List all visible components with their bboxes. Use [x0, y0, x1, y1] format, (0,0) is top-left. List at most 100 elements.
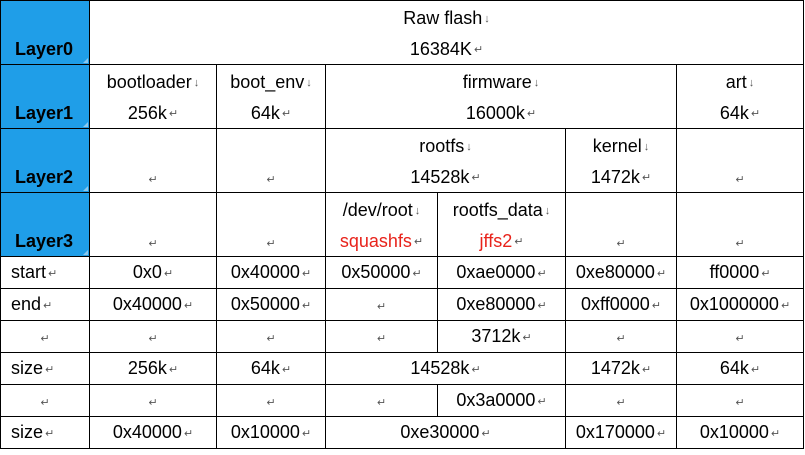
return-mark-icon: ↵: [750, 107, 761, 120]
empty-cell: ↵: [216, 384, 326, 417]
dev-root-fs-type: squashfs: [339, 230, 412, 251]
start-art-value: ff0000: [709, 262, 760, 282]
firmware-name: firmware: [462, 71, 532, 92]
return-mark-icon: ↵: [168, 107, 179, 120]
size-hex-rootfs: 0xe30000↵: [325, 416, 566, 449]
return-mark-icon: ↵: [526, 107, 537, 120]
return-mark-icon: ↵: [761, 267, 771, 280]
down-arrow-icon: ↓: [748, 76, 755, 89]
down-arrow-icon: ↓: [306, 76, 312, 89]
return-mark-icon: ↵: [473, 43, 484, 56]
size-label-cell: size↵: [0, 352, 90, 385]
size-hex-label: size: [11, 422, 44, 442]
return-mark-icon: ↵: [735, 237, 745, 250]
return-mark-icon: ↵: [412, 267, 422, 280]
end-kernel: 0xff0000↵: [565, 288, 677, 321]
return-mark-icon: ↵: [45, 427, 55, 440]
start-kernel-value: 0xe80000: [575, 262, 655, 282]
return-mark-icon: ↵: [616, 237, 626, 250]
size-hex-bootloader: 0x40000↵: [89, 416, 217, 449]
down-arrow-icon: ↓: [466, 140, 472, 153]
rootfs-cell: rootfs↓ 14528k↵: [325, 128, 566, 193]
return-mark-icon: ↵: [266, 173, 276, 186]
return-mark-icon: ↵: [281, 107, 292, 120]
boot-env-size: 64k: [250, 102, 280, 123]
return-mark-icon: ↵: [148, 173, 158, 186]
return-mark-icon: ↵: [471, 171, 481, 184]
empty-cell: ↵: [89, 128, 217, 193]
rootfs-data-size-hex: 0x3a0000↵: [437, 384, 566, 417]
return-mark-icon: ↵: [616, 397, 626, 409]
size-k-bootloader-value: 256k: [127, 358, 167, 378]
empty-cell: ↵: [676, 192, 804, 257]
corner-mark-icon: [83, 186, 88, 191]
return-mark-icon: ↵: [616, 333, 626, 345]
art-size: 64k: [719, 102, 749, 123]
size-k-art-value: 64k: [719, 358, 749, 378]
down-arrow-icon: ↓: [414, 204, 421, 217]
end-bootloader: 0x40000↵: [89, 288, 217, 321]
layer1-label: Layer1: [15, 103, 74, 123]
start-rootfs-data: 0xae0000↵: [437, 256, 566, 289]
corner-mark-icon: [83, 122, 88, 127]
size-k-kernel: 1472k↵: [565, 352, 677, 385]
kernel-name: kernel: [592, 135, 642, 156]
rootfs-data-size-k: 3712k↵: [437, 320, 566, 353]
return-mark-icon: ↵: [301, 427, 312, 440]
return-mark-icon: ↵: [148, 237, 158, 250]
size-k-rootfs: 14528k↵: [325, 352, 566, 385]
return-mark-icon: ↵: [266, 397, 276, 409]
rootfs-data-fs-type: jffs2: [479, 230, 513, 251]
return-mark-icon: ↵: [471, 363, 481, 376]
rootfs-data-size-k-value: 3712k: [471, 326, 521, 346]
return-mark-icon: ↵: [376, 397, 387, 409]
boot-env-name: boot_env: [230, 71, 305, 92]
size-hex-art-value: 0x10000: [699, 422, 769, 442]
layer2-label: Layer2: [15, 167, 74, 187]
return-mark-icon: ↵: [45, 363, 55, 376]
empty-cell: ↵: [565, 192, 677, 257]
layer3-header: Layer3: [0, 192, 90, 257]
return-mark-icon: ↵: [780, 299, 791, 312]
return-mark-icon: ↵: [481, 427, 491, 440]
return-mark-icon: ↵: [376, 301, 387, 313]
down-arrow-icon: ↓: [484, 12, 490, 25]
size-k-kernel-value: 1472k: [590, 358, 640, 378]
start-boot-env-value: 0x40000: [230, 262, 300, 282]
kernel-cell: kernel↓ 1472k↵: [565, 128, 677, 193]
end-rootfs-data-value: 0xe80000: [456, 294, 536, 314]
layer1-header: Layer1: [0, 64, 90, 129]
start-label-cell: start↵: [0, 256, 90, 289]
start-dev-root-value: 0x50000: [341, 262, 411, 282]
return-mark-icon: ↵: [770, 427, 781, 440]
return-mark-icon: ↵: [266, 237, 276, 250]
firmware-cell: firmware↓ 16000k↵: [325, 64, 677, 129]
bootloader-name: bootloader: [106, 71, 192, 92]
return-mark-icon: ↵: [750, 363, 761, 376]
return-mark-icon: ↵: [641, 171, 652, 184]
start-art: ff0000↵: [676, 256, 804, 289]
rootfs-size: 14528k: [410, 166, 470, 187]
firmware-size: 16000k: [465, 102, 525, 123]
empty-cell: ↵: [0, 384, 90, 417]
art-name: art: [725, 71, 747, 92]
size-label: size: [11, 358, 44, 378]
size-k-boot-env-value: 64k: [250, 358, 280, 378]
raw-flash-cell: Raw flash↓ 16384K↵: [89, 0, 804, 65]
empty-cell: ↵: [676, 384, 804, 417]
size-k-bootloader: 256k↵: [89, 352, 217, 385]
empty-cell: ↵: [89, 320, 217, 353]
rootfs-data-name: rootfs_data: [452, 199, 543, 220]
return-mark-icon: ↵: [266, 333, 276, 345]
down-arrow-icon: ↓: [643, 140, 650, 153]
size-hex-kernel: 0x170000↵: [565, 416, 677, 449]
size-k-boot-env: 64k↵: [216, 352, 326, 385]
raw-flash-size: 16384K: [409, 38, 472, 59]
end-boot-env-value: 0x50000: [230, 294, 300, 314]
empty-cell: ↵: [325, 384, 438, 417]
return-mark-icon: ↵: [163, 267, 174, 280]
end-bootloader-value: 0x40000: [112, 294, 182, 314]
layer0-label: Layer0: [15, 39, 74, 59]
start-kernel: 0xe80000↵: [565, 256, 677, 289]
layer2-header: Layer2: [0, 128, 90, 193]
